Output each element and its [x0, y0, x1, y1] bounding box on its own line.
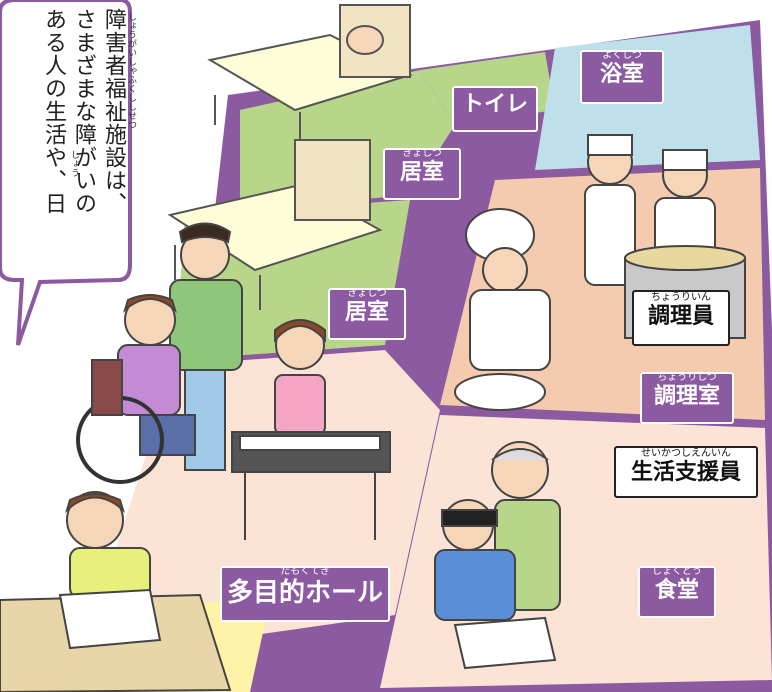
room-label-bedroom-lower-text: 居室: [344, 300, 389, 325]
role-ruby-cook: ちょうりいん: [651, 292, 711, 303]
girl-keyboard: [231, 319, 391, 540]
speech-ruby-1: しょうがいしゃふくししせつ: [126, 12, 136, 129]
role-label-support-text: 生活支援員: [630, 460, 741, 485]
speech-line-1: 障害者福祉施設は、: [101, 8, 126, 215]
room-label-toilet: トイレ: [452, 86, 538, 132]
room-label-bath-text: 浴室: [599, 62, 644, 87]
blindfolded-boy: [434, 499, 557, 670]
role-ruby-support: せいかつしえんいん: [641, 448, 731, 459]
speech-bubble: [0, 0, 132, 346]
speech-ruby-2: しょう: [69, 150, 79, 177]
room-ruby-bedroom-lower: きょしつ: [347, 288, 387, 299]
cook-mask-1: [584, 134, 636, 286]
speech-line-3: ある人の生活や、日: [41, 8, 66, 215]
room-label-toilet-text: トイレ: [461, 92, 528, 117]
room-label-kitchen: ちょうりしつ 調理室: [640, 372, 734, 424]
role-label-cook-text: 調理員: [647, 304, 714, 329]
cook-left: [454, 208, 551, 411]
boy-writing: [0, 491, 232, 692]
room-ruby-hall: たもくてき: [280, 566, 330, 577]
room-ruby-bath: よくしつ: [602, 50, 642, 61]
room-label-bath: よくしつ 浴室: [580, 50, 664, 104]
room-label-bedroom-lower: きょしつ 居室: [328, 288, 406, 340]
bed-upper: [207, 4, 413, 145]
room-label-bedroom-upper-text: 居室: [399, 160, 444, 185]
room-label-kitchen-text: 調理室: [653, 384, 720, 409]
speech-bubble-text: 障害者福祉施設は、 さまざまな障がいの ある人の生活や、日: [20, 8, 128, 298]
room-ruby-kitchen: ちょうりしつ: [657, 372, 717, 383]
room-label-dining: しょくどう 食堂: [638, 566, 716, 618]
room-label-dining-text: 食堂: [654, 578, 699, 603]
wheelchair-user: [76, 294, 196, 484]
role-label-support: せいかつしえんいん 生活支援員: [614, 446, 758, 498]
room-label-bedroom-upper: きょしつ 居室: [383, 148, 461, 200]
room-ruby-dining: しょくどう: [652, 566, 702, 577]
room-label-hall-text: 多目的ホール: [226, 578, 383, 608]
room-label-hall: たもくてき 多目的ホール: [220, 566, 390, 622]
room-ruby-bedroom-upper: きょしつ: [402, 148, 442, 159]
role-label-cook: ちょうりいん 調理員: [632, 290, 730, 346]
speech-line-2: さまざまな障がいの: [71, 8, 96, 215]
